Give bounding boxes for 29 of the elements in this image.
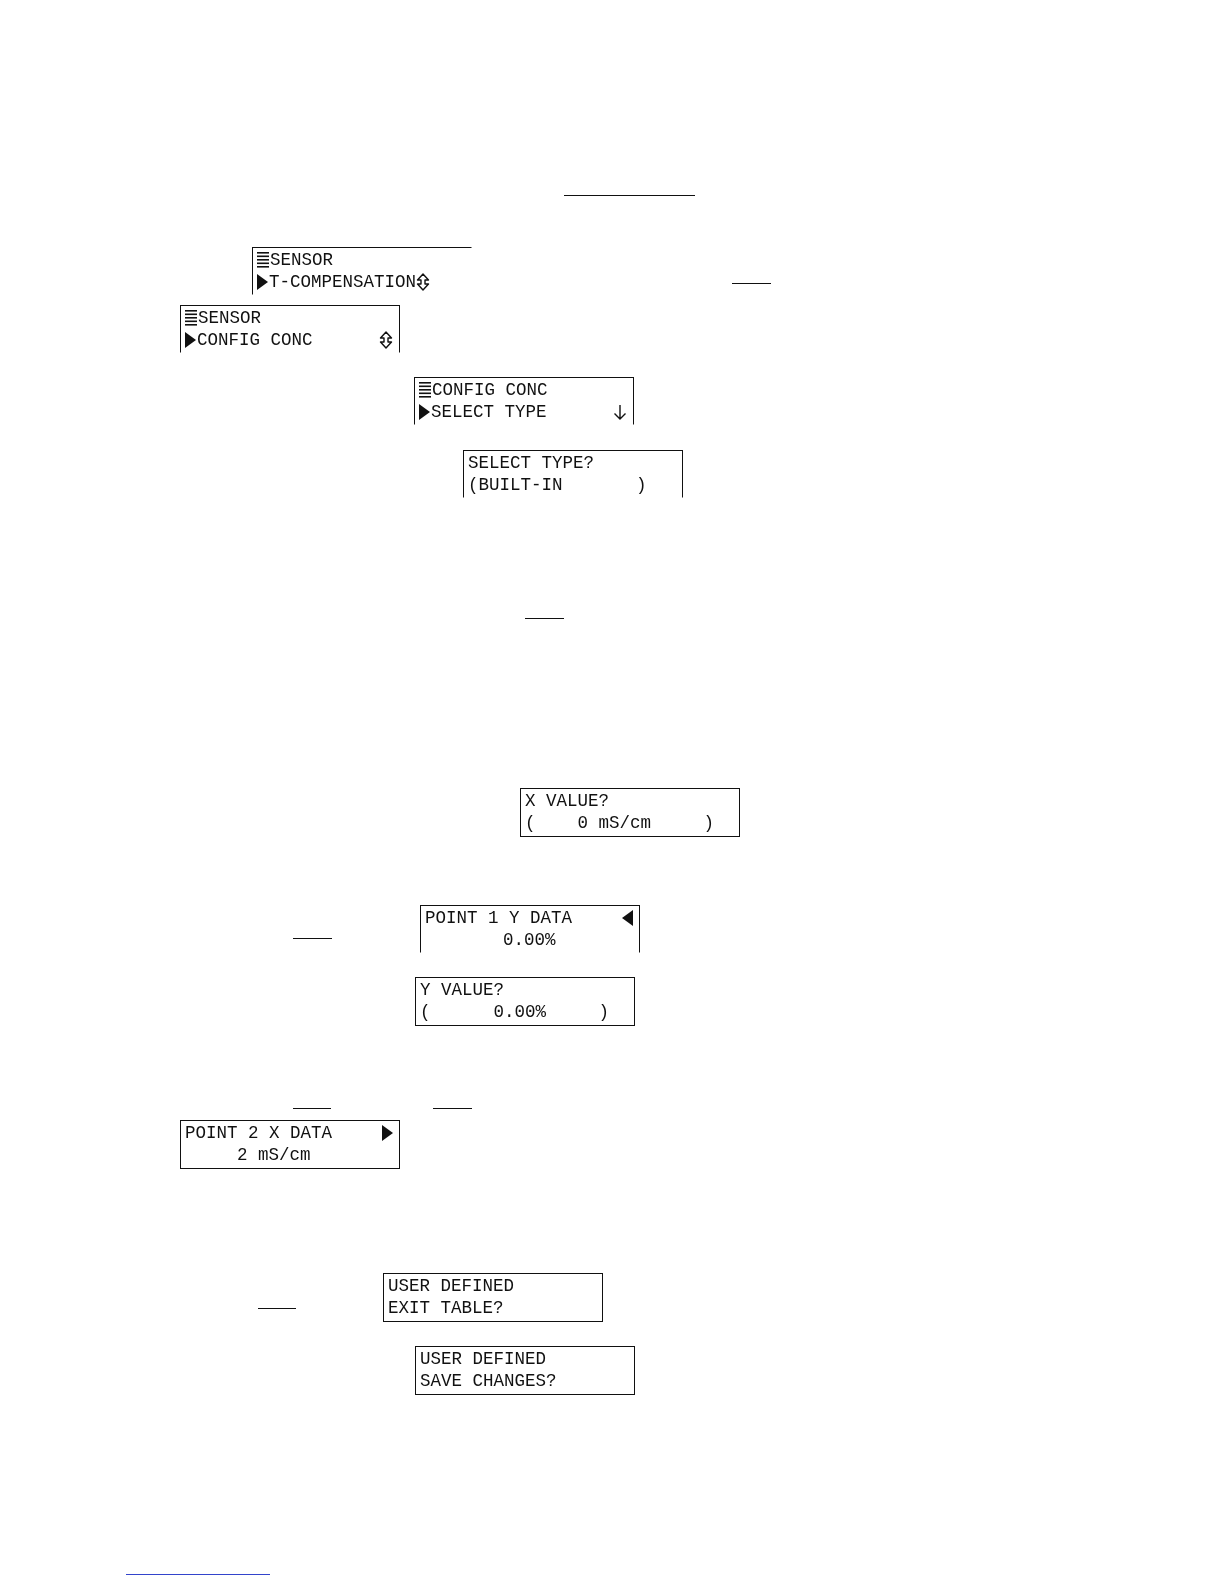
display-text: CONFIG CONC xyxy=(432,379,548,401)
display-text: SENSOR xyxy=(270,249,333,271)
display-text: T-COMPENSATION xyxy=(269,271,417,293)
lcd-display xyxy=(180,1120,400,1169)
lcd-display xyxy=(420,905,640,953)
display-text: USER DEFINED xyxy=(420,1348,547,1370)
lcd-display xyxy=(415,1346,635,1395)
display-text: (BUILT-IN ) xyxy=(468,474,647,496)
display-text: SENSOR xyxy=(198,307,261,329)
lcd-display xyxy=(463,450,683,498)
display-text: POINT 1 Y DATA xyxy=(425,907,573,929)
lcd-display xyxy=(520,788,740,837)
display-text: 2 mS/cm xyxy=(237,1144,311,1166)
display-text: SELECT TYPE? xyxy=(468,452,595,474)
display-text: X VALUE? xyxy=(525,790,609,812)
lcd-display xyxy=(414,377,634,425)
display-text: ( 0 mS/cm ) xyxy=(525,812,715,834)
display-text: 0.00% xyxy=(503,929,556,951)
display-text: USER DEFINED xyxy=(388,1275,515,1297)
lcd-display xyxy=(383,1273,603,1322)
display-text: Y VALUE? xyxy=(420,979,504,1001)
display-text: SELECT TYPE xyxy=(431,401,547,423)
display-text: CONFIG CONC xyxy=(197,329,313,351)
lcd-display xyxy=(180,305,400,353)
display-text: EXIT TABLE? xyxy=(388,1297,504,1319)
lcd-display xyxy=(415,977,635,1026)
display-text: POINT 2 X DATA xyxy=(185,1122,333,1144)
display-text: SAVE CHANGES? xyxy=(420,1370,557,1392)
display-text: ( 0.00% ) xyxy=(420,1001,610,1023)
